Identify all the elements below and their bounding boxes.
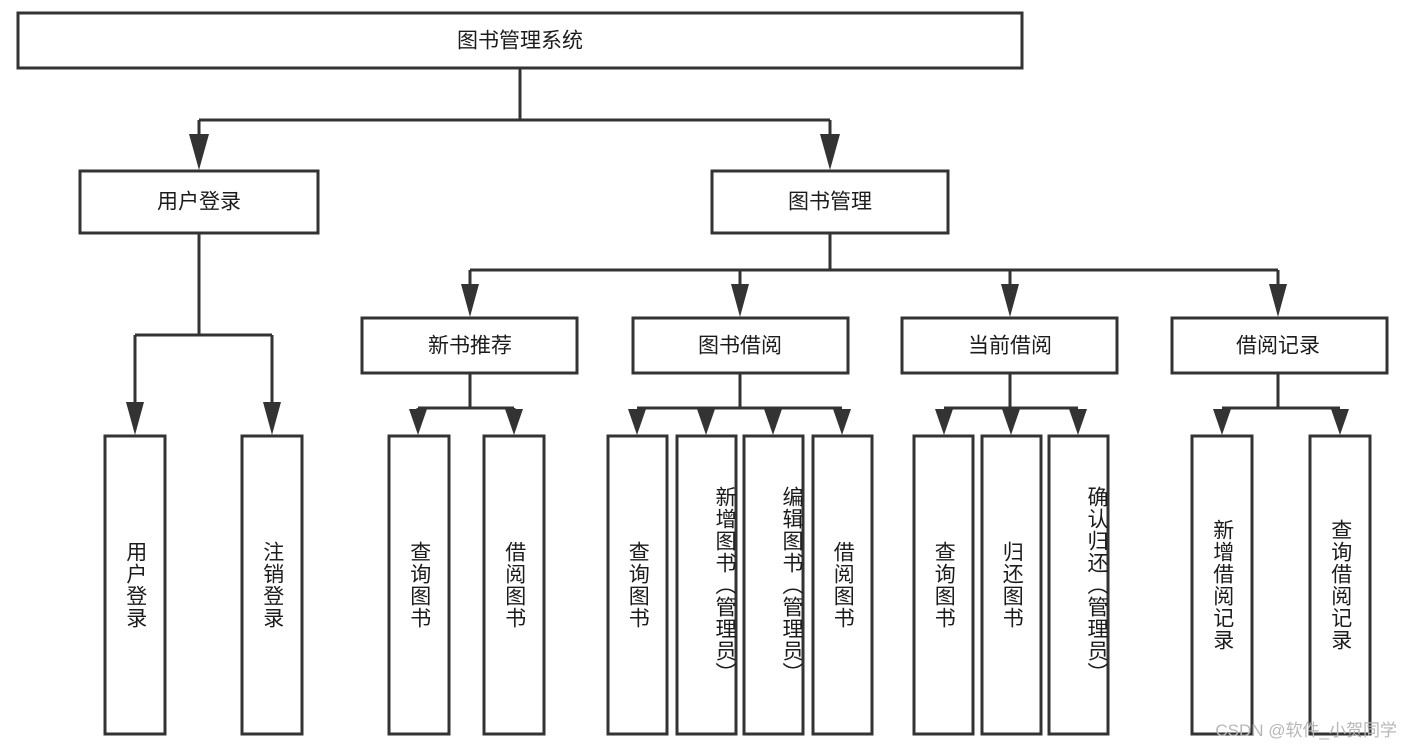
- node-box-leaf-add-record[interactable]: [1190, 434, 1254, 736]
- node-box-root[interactable]: [16, 11, 1024, 70]
- node-book-management[interactable]: 图书管理: [710, 169, 950, 235]
- node-user-login[interactable]: 用户登录: [78, 169, 320, 235]
- connector-group-user-login-to-leaves: [126, 233, 281, 435]
- csdn-watermark: CSDN @软件_小贺同学: [1215, 721, 1397, 740]
- node-box-leaf-logout[interactable]: [240, 434, 304, 736]
- node-box-leaf-borrow-book-1[interactable]: [482, 434, 546, 736]
- arrow-head-leaf-return-book: [1002, 409, 1020, 435]
- node-label-current-borrow: 当前借阅: [968, 335, 1052, 358]
- node-box-leaf-confirm-return[interactable]: [1047, 434, 1110, 736]
- node-box-leaf-user-login[interactable]: [103, 434, 167, 736]
- node-box-leaf-add-book[interactable]: [675, 434, 738, 736]
- node-box-current-borrow[interactable]: [900, 316, 1119, 375]
- node-box-new-book-recommend[interactable]: [360, 316, 579, 375]
- node-box-leaf-borrow-book-2[interactable]: [811, 434, 874, 736]
- arrow-head-leaf-query-record: [1331, 409, 1349, 435]
- connector-group-root-to-level2: [189, 68, 840, 170]
- arrow-head-current-borrow: [1001, 284, 1019, 317]
- node-box-user-login[interactable]: [78, 169, 320, 235]
- arrow-head-new-book-recommend: [461, 284, 479, 317]
- connector-group-book-borrow-to-leaves: [628, 373, 851, 435]
- connector-group-borrow-records-to-leaves: [1213, 373, 1349, 435]
- node-box-book-borrow[interactable]: [631, 316, 850, 375]
- node-label-borrow-records: 借阅记录: [1236, 335, 1320, 358]
- node-box-leaf-query-book-3[interactable]: [912, 434, 975, 736]
- node-box-leaf-return-book[interactable]: [980, 434, 1043, 736]
- leaf-boxes: [103, 434, 1372, 736]
- arrow-head-leaf-add-record: [1213, 409, 1231, 435]
- arrow-head-leaf-edit-book: [764, 409, 782, 435]
- arrow-head-book-borrow: [731, 284, 749, 317]
- node-root[interactable]: 图书管理系统: [16, 11, 1024, 70]
- connector-group-current-borrow-to-leaves: [935, 373, 1087, 435]
- node-borrow-records[interactable]: 借阅记录: [1170, 316, 1389, 375]
- arrow-head-leaf-query-book-2: [628, 409, 646, 435]
- arrow-head-borrow-records: [1269, 284, 1287, 317]
- arrow-head-leaf-logout: [263, 402, 281, 435]
- node-box-book-management[interactable]: [710, 169, 950, 235]
- node-box-leaf-query-book-2[interactable]: [606, 434, 669, 736]
- node-label-user-login: 用户登录: [157, 191, 241, 214]
- node-label-book-management: 图书管理: [788, 191, 872, 214]
- connector-group-book-management-to-level3: [461, 233, 1287, 317]
- node-box-leaf-query-book-1[interactable]: [387, 434, 451, 736]
- node-label-new-book-recommend: 新书推荐: [428, 335, 512, 358]
- node-new-book-recommend[interactable]: 新书推荐: [360, 316, 579, 375]
- arrow-head-book-management: [820, 134, 840, 170]
- arrow-head-leaf-add-book: [697, 409, 715, 435]
- arrow-head-leaf-query-book-1: [409, 409, 427, 435]
- connector-group-new-book-recommend-to-leaves: [409, 373, 523, 435]
- node-box-leaf-edit-book[interactable]: [742, 434, 805, 736]
- node-book-borrow[interactable]: 图书借阅: [631, 316, 850, 375]
- arrow-head-leaf-query-book-3: [935, 409, 953, 435]
- node-box-borrow-records[interactable]: [1170, 316, 1389, 375]
- arrow-head-leaf-borrow-book-2: [833, 409, 851, 435]
- node-label-book-borrow: 图书借阅: [698, 335, 782, 358]
- node-box-leaf-query-record[interactable]: [1308, 434, 1372, 736]
- node-current-borrow[interactable]: 当前借阅: [900, 316, 1119, 375]
- arrow-head-user-login: [189, 134, 209, 170]
- arrow-head-leaf-user-login: [126, 402, 144, 435]
- node-label-root: 图书管理系统: [457, 30, 583, 53]
- arrow-head-leaf-confirm-return: [1069, 409, 1087, 435]
- arrow-head-leaf-borrow-book-1: [505, 409, 523, 435]
